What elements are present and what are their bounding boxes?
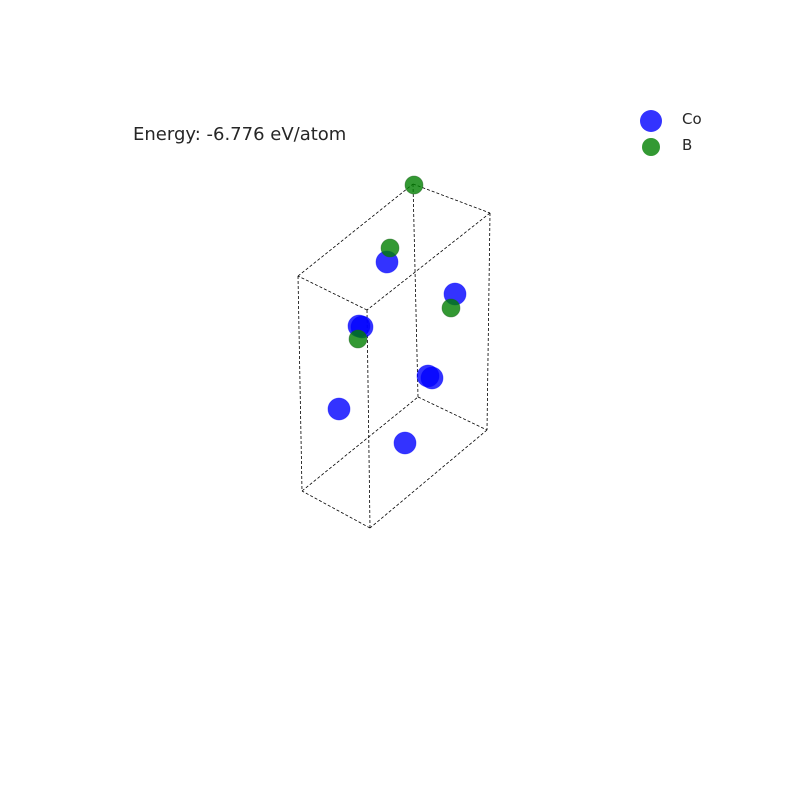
atom-b	[348, 329, 368, 349]
atom-b	[380, 238, 400, 258]
legend-label-co: Co	[682, 110, 702, 128]
unit-cell-edges	[297, 183, 491, 529]
cell-edge	[366, 212, 491, 311]
atoms	[327, 175, 467, 455]
cell-edge	[369, 429, 488, 529]
cell-edge	[297, 183, 414, 277]
cell-edge	[412, 183, 491, 214]
legend-marker-co	[640, 110, 662, 132]
cell-edge	[412, 183, 419, 398]
atom-b	[441, 298, 461, 318]
atom-co	[420, 366, 444, 390]
atom-b	[404, 175, 424, 195]
legend-label-b: B	[682, 136, 693, 154]
cell-edge	[486, 212, 491, 431]
energy-label: Energy: -6.776 eV/atom	[133, 124, 347, 145]
atom-co	[393, 431, 417, 455]
cell-edge	[297, 275, 303, 492]
atom-co	[327, 397, 351, 421]
legend-marker-b	[642, 138, 660, 156]
cell-edge	[301, 490, 371, 529]
cell-edge	[297, 275, 368, 311]
cell-edge	[366, 309, 371, 529]
cell-edge	[417, 396, 488, 431]
